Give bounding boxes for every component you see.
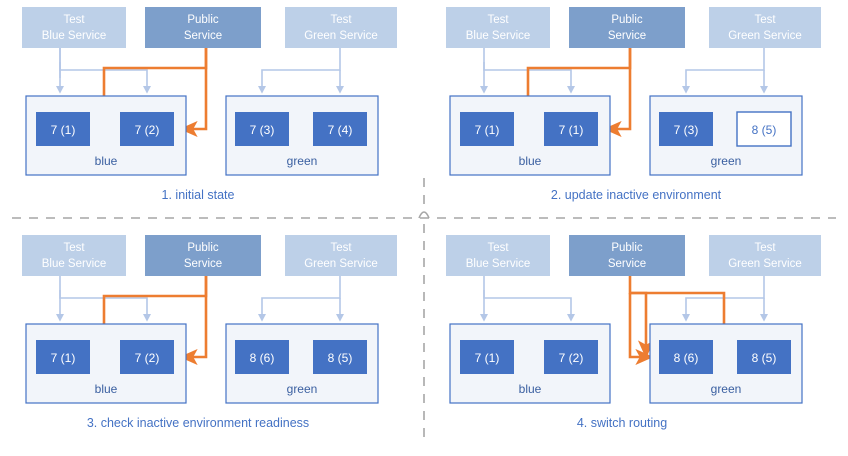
instance-blue-0-label: 7 (1) [475, 351, 500, 365]
instance-green-1 [313, 112, 367, 146]
instance-blue-1 [120, 340, 174, 374]
service-test-blue-line2: Blue Service [42, 258, 107, 270]
instance-green-1 [737, 340, 791, 374]
service-test-green-line2: Green Service [304, 30, 378, 42]
instance-green-0-label: 7 (3) [250, 123, 275, 137]
service-public-line1: Public [611, 14, 643, 26]
instance-green-0 [235, 112, 289, 146]
instance-blue-1 [544, 340, 598, 374]
grey-arrowheads-blue [480, 314, 575, 322]
service-test-blue-box[interactable] [446, 235, 550, 276]
service-test-blue-box[interactable] [446, 7, 550, 48]
instance-blue-1 [544, 112, 598, 146]
service-public-box[interactable] [569, 7, 685, 48]
instance-blue-0 [460, 340, 514, 374]
env-blue-label: blue [519, 382, 542, 396]
instance-blue-1-label: 7 (2) [135, 123, 160, 137]
service-public-box[interactable] [145, 235, 261, 276]
service-public-line1: Public [187, 14, 219, 26]
grey-arrowheads-blue [56, 314, 151, 322]
instance-green-1-label: 8 (5) [752, 123, 777, 137]
panel-4: 7 (1) 7 (2) blue 8 (6) 8 (5) green Test … [424, 228, 848, 456]
env-blue-label: blue [95, 154, 118, 168]
instance-green-0 [235, 340, 289, 374]
grey-connectors-blue [483, 276, 572, 314]
service-test-green-line1: Test [754, 242, 776, 254]
service-test-green-box[interactable] [709, 7, 821, 48]
service-public-line2: Service [608, 258, 646, 270]
service-public-line2: Service [608, 30, 646, 42]
grey-connectors-green [261, 48, 341, 86]
service-test-blue-line2: Blue Service [42, 30, 107, 42]
grey-arrowheads-green [682, 314, 768, 322]
env-green-label: green [287, 154, 318, 168]
service-test-green-line2: Green Service [728, 30, 802, 42]
service-public-line1: Public [611, 242, 643, 254]
service-test-green-box[interactable] [285, 7, 397, 48]
instance-green-1-label: 7 (4) [328, 123, 353, 137]
panel-3: 7 (1) 7 (2) blue 8 (6) 8 (5) green Test … [0, 228, 424, 456]
grey-arrowheads-green [682, 86, 768, 94]
service-test-green-box[interactable] [285, 235, 397, 276]
instance-green-0-label: 7 (3) [674, 123, 699, 137]
instance-green-0 [659, 112, 713, 146]
panel-4-caption: 4. switch routing [577, 416, 667, 430]
service-test-green-line1: Test [330, 14, 352, 26]
service-test-green-line1: Test [754, 14, 776, 26]
service-test-green-box[interactable] [709, 235, 821, 276]
grey-connectors-green [261, 276, 341, 314]
instance-blue-0 [460, 112, 514, 146]
env-blue-label: blue [519, 154, 542, 168]
service-test-green-line1: Test [330, 242, 352, 254]
panel-1: 7 (1) 7 (2) blue 7 (3) 7 (4) green Test … [0, 0, 424, 228]
service-test-green-line2: Green Service [728, 258, 802, 270]
grey-arrowheads-green [258, 86, 344, 94]
divider-jump-arc [418, 211, 430, 219]
service-public-box[interactable] [569, 235, 685, 276]
panel-1-caption: 1. initial state [162, 188, 235, 202]
service-test-blue-line2: Blue Service [466, 30, 531, 42]
instance-green-0-label: 8 (6) [250, 351, 275, 365]
service-test-blue-box[interactable] [22, 7, 126, 48]
grey-arrowheads-green [258, 314, 344, 322]
service-test-blue-line1: Test [63, 14, 85, 26]
service-test-blue-line1: Test [63, 242, 85, 254]
service-test-blue-line1: Test [487, 14, 509, 26]
service-public-line1: Public [187, 242, 219, 254]
service-test-blue-box[interactable] [22, 235, 126, 276]
instance-blue-1-label: 7 (2) [559, 351, 584, 365]
panel-2-caption: 2. update inactive environment [551, 188, 722, 202]
panel-3-caption: 3. check inactive environment readiness [87, 416, 309, 430]
grey-arrowheads-blue [480, 86, 575, 94]
env-green-label: green [711, 154, 742, 168]
service-public-line2: Service [184, 258, 222, 270]
instance-green-1 [736, 111, 792, 147]
env-green-label: green [287, 382, 318, 396]
grey-connectors-green [685, 48, 765, 86]
instance-blue-1-label: 7 (1) [559, 123, 584, 137]
grey-arrowheads-blue [56, 86, 151, 94]
instance-green-0 [659, 340, 713, 374]
instance-green-0-label: 8 (6) [674, 351, 699, 365]
instance-blue-1-label: 7 (2) [135, 351, 160, 365]
instance-green-1-label: 8 (5) [752, 351, 777, 365]
instance-blue-0 [36, 112, 90, 146]
panel-2: 7 (1) 7 (1) blue 7 (3) 8 (5) green Test … [424, 0, 848, 228]
service-test-blue-line1: Test [487, 242, 509, 254]
instance-blue-0-label: 7 (1) [51, 123, 76, 137]
service-public-line2: Service [184, 30, 222, 42]
instance-blue-0 [36, 340, 90, 374]
env-green-label: green [711, 382, 742, 396]
instance-green-1-label: 8 (5) [328, 351, 353, 365]
instance-blue-1 [120, 112, 174, 146]
instance-blue-0-label: 7 (1) [51, 351, 76, 365]
service-public-box[interactable] [145, 7, 261, 48]
service-test-green-line2: Green Service [304, 258, 378, 270]
instance-green-1 [313, 340, 367, 374]
instance-blue-0-label: 7 (1) [475, 123, 500, 137]
env-blue-label: blue [95, 382, 118, 396]
service-test-blue-line2: Blue Service [466, 258, 531, 270]
